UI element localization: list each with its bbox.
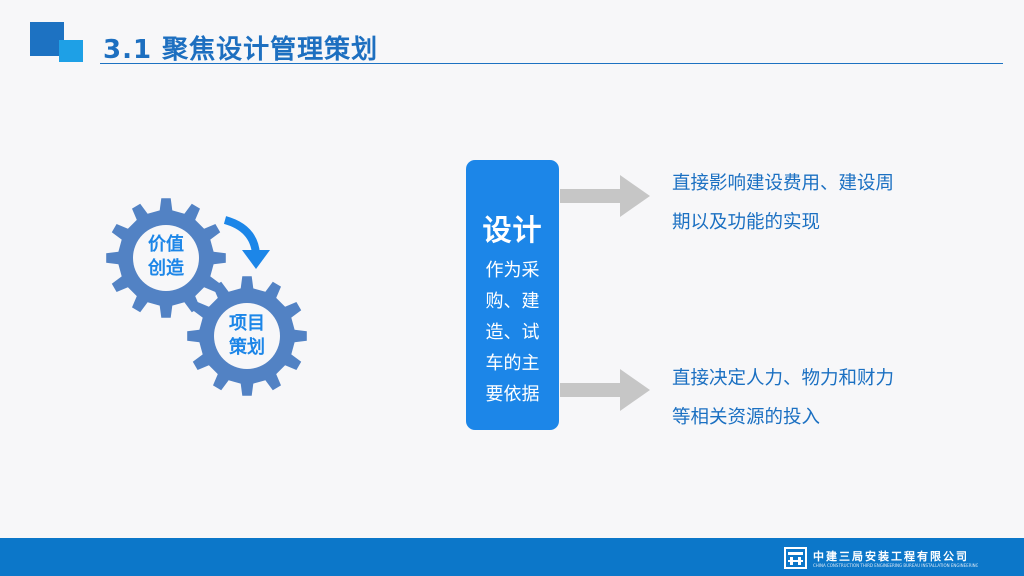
footer-bar (0, 538, 1024, 576)
arrow-right-icon (560, 369, 650, 411)
header-decor-square-small (59, 40, 83, 62)
gear-center (214, 303, 280, 369)
gear-center (133, 225, 199, 291)
company-name-en: CHINA CONSTRUCTION THIRD ENGINEERING BUR… (813, 563, 978, 568)
design-box: 设计 作为采购、建造、试车的主要依据 (466, 160, 559, 430)
effect-text-cost: 直接影响建设费用、建设周期以及功能的实现 (672, 173, 895, 233)
arrow-right-icon (560, 175, 650, 217)
gears-diagram: 价值创造 项目策划 (106, 198, 307, 396)
design-description: 作为采购、建造、试车的主要依据 (485, 260, 540, 405)
curved-arrow-icon (223, 216, 260, 255)
design-title: 设计 (482, 213, 543, 247)
gear-top-label: 价值创造 (147, 233, 184, 279)
gear-top-icon (106, 198, 226, 318)
gear-bottom-label: 项目策划 (229, 313, 265, 358)
curved-arrow-head-icon (242, 250, 270, 269)
company-name: 中建三局安装工程有限公司 (813, 550, 969, 563)
title-underline (100, 63, 1003, 64)
header-decor-square (30, 22, 64, 56)
gear-bottom-icon (187, 276, 307, 396)
company-logo-icon (784, 547, 807, 569)
effect-text-resources: 直接决定人力、物力和财力等相关资源的投入 (672, 368, 895, 428)
page-title: 3.1 聚焦设计管理策划 (103, 35, 379, 65)
